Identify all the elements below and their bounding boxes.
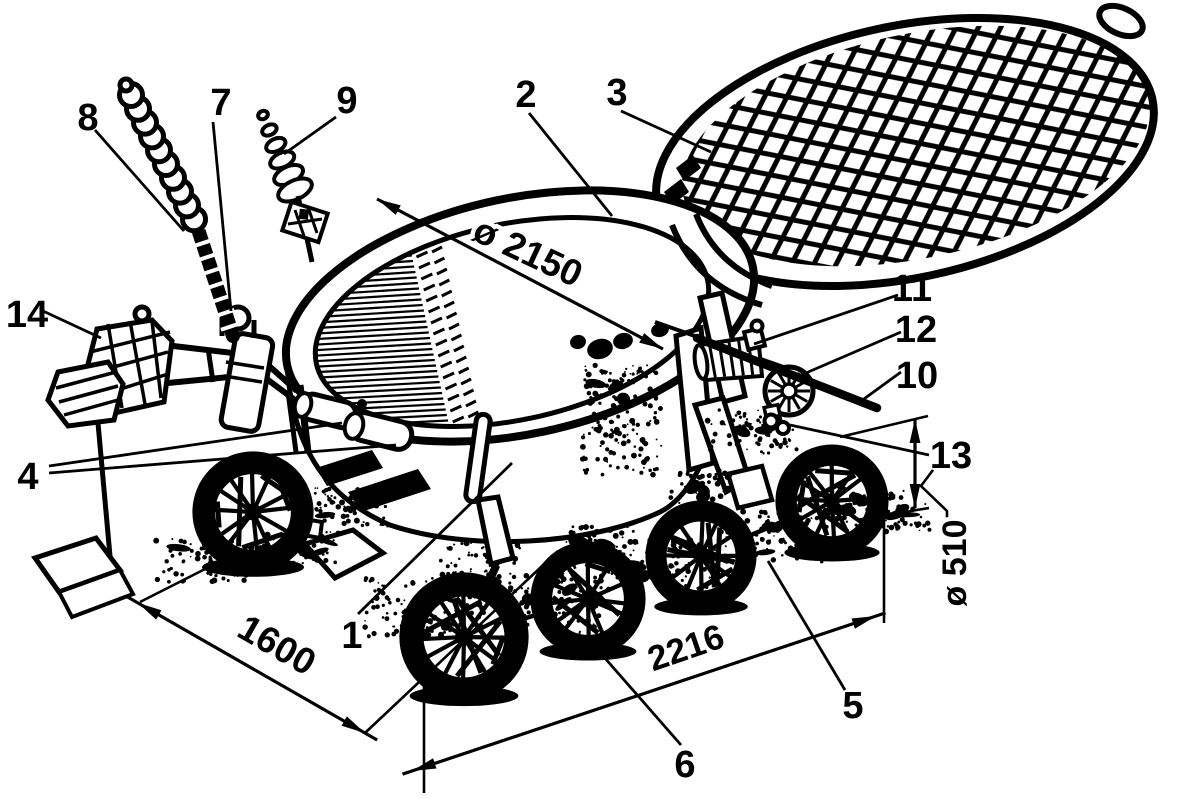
helical-cone-antenna: [256, 108, 315, 263]
right-boom-assembly: [654, 318, 882, 436]
callout-6: 6: [588, 640, 696, 786]
dimension-label: ø 510: [936, 520, 974, 607]
antenna-mast: [188, 213, 240, 343]
callout-9: 9: [283, 80, 358, 156]
callout-label: 7: [210, 82, 231, 124]
callout-label: 4: [17, 456, 38, 498]
lid-mesh: [682, 25, 1150, 267]
callout-label: 10: [896, 355, 938, 397]
callout-1: 1: [341, 462, 513, 657]
rover-illustration: [31, 2, 1158, 707]
callout-11: 11: [753, 268, 932, 346]
wheel: [645, 500, 757, 616]
checkered-panel: [279, 199, 331, 245]
lid-hinge-arms: [669, 212, 774, 308]
callout-8: 8: [77, 97, 186, 232]
striped-panel: [45, 359, 126, 429]
callout-label: 1: [341, 615, 362, 657]
boom-bracket: [741, 318, 768, 353]
left-arm-assembly: [45, 76, 415, 452]
callout-label: 14: [6, 294, 48, 336]
callout-10: 10: [856, 355, 938, 406]
solar-panel-lid: [652, 2, 1158, 291]
callout-label: 12: [895, 309, 937, 351]
callout-2: 2: [515, 74, 614, 217]
callout-7: 7: [210, 82, 233, 312]
callout-label: 5: [842, 685, 863, 727]
callout-14: 14: [6, 294, 102, 340]
callout-label: 3: [606, 72, 627, 114]
callout-label: 9: [336, 80, 357, 122]
callout-4: 4: [17, 421, 397, 498]
lid-handle-tab: [1096, 2, 1146, 40]
callout-3: 3: [606, 72, 712, 154]
callout-label: 6: [674, 744, 695, 786]
callout-label: 8: [77, 97, 98, 139]
callout-label: 11: [892, 268, 932, 310]
rear-mounts: [570, 322, 669, 360]
callout-label: 2: [515, 74, 536, 116]
front-probe-rod: [463, 411, 517, 568]
callout-13: 13: [789, 423, 972, 477]
callout-12: 12: [791, 309, 937, 381]
dimension-label: 1600: [231, 607, 323, 684]
callout-5: 5: [766, 560, 864, 727]
antenna-ball-chain: [117, 76, 208, 234]
hinge-clevis: [762, 402, 791, 436]
callout-label: 13: [930, 435, 972, 477]
dimension-wheel-diameter: ø 510: [839, 414, 979, 611]
wheel: [192, 451, 314, 577]
camera-cylinders: [292, 391, 415, 452]
